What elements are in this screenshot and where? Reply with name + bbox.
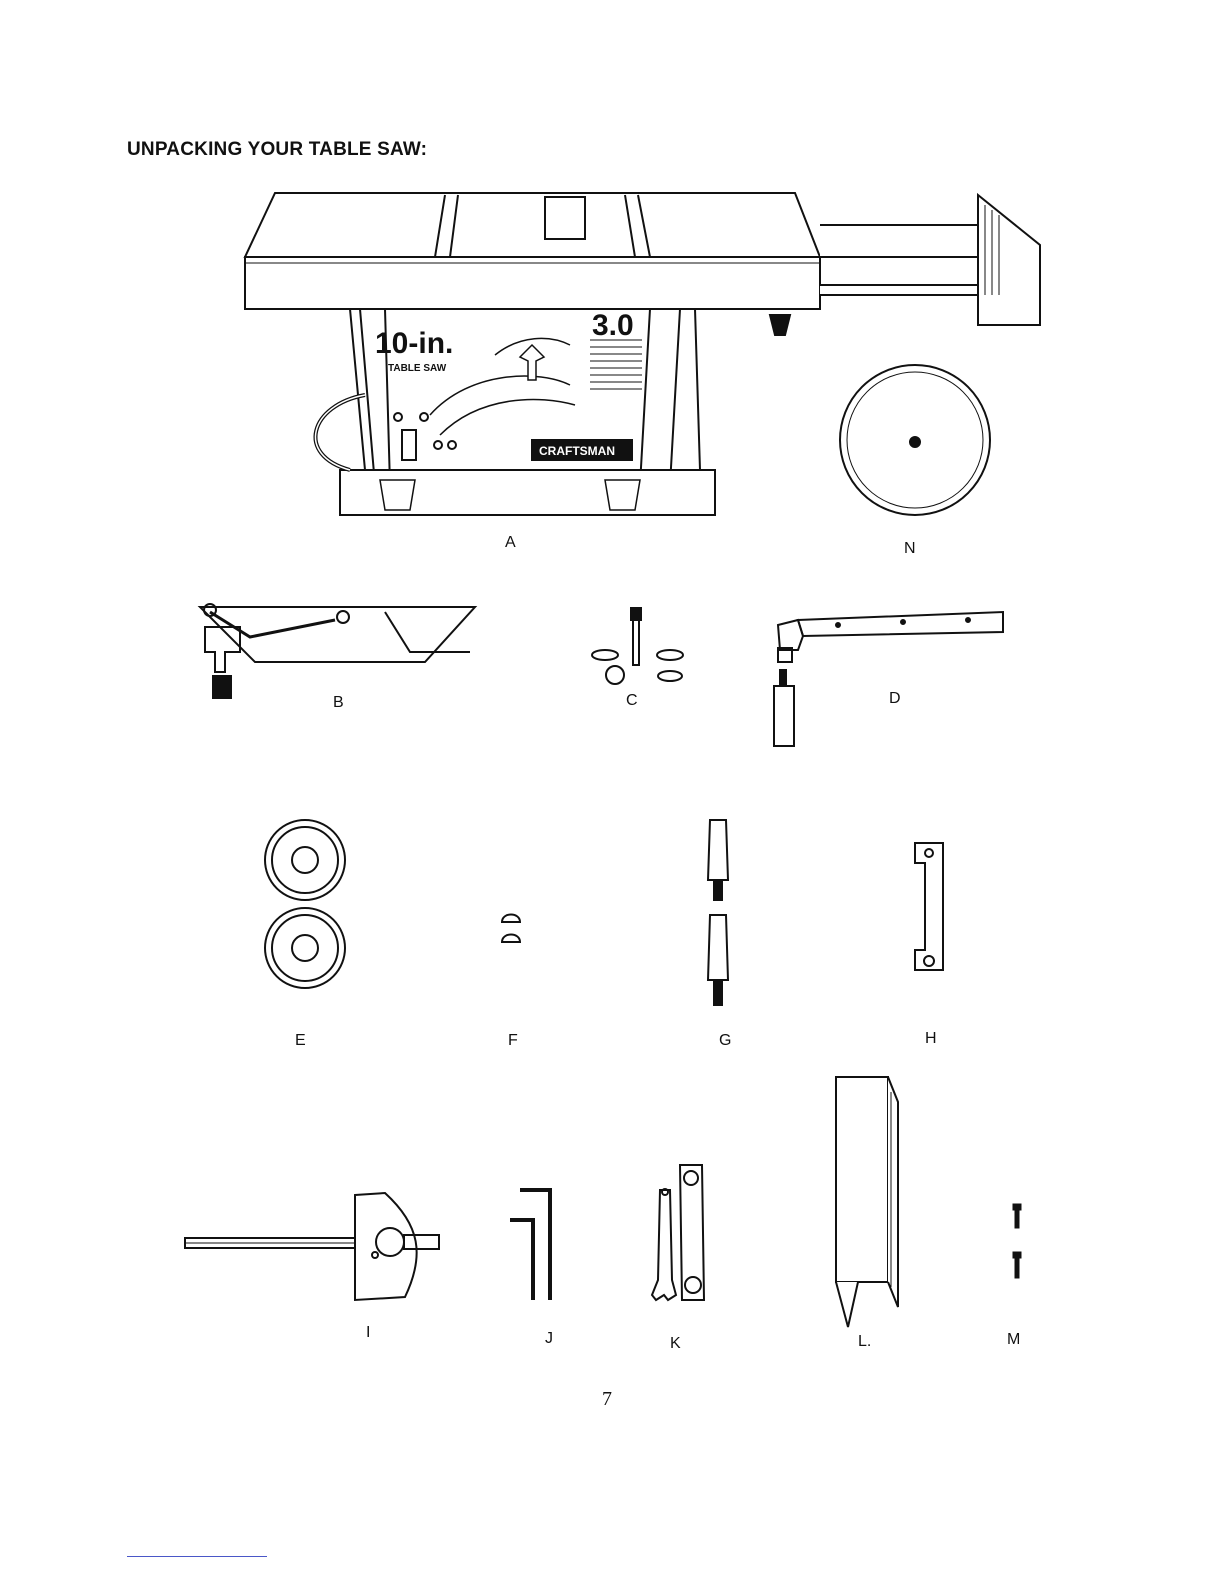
channel-illustration — [828, 1072, 903, 1332]
part-label-j: J — [545, 1330, 553, 1348]
part-label-g: G — [719, 1032, 731, 1050]
part-label-f: F — [508, 1032, 518, 1050]
part-label-c: C — [626, 692, 638, 710]
part-label-k: K — [670, 1335, 681, 1353]
bracket-illustration — [905, 838, 955, 978]
page-number: 7 — [602, 1388, 612, 1411]
part-label-d: D — [889, 690, 901, 708]
screws-illustration — [1005, 1200, 1035, 1285]
footer-rule — [127, 1556, 267, 1557]
part-label-i: I — [366, 1324, 370, 1342]
page-heading: UNPACKING YOUR TABLE SAW: — [127, 139, 427, 161]
miter-gauge-illustration — [180, 1185, 445, 1310]
handwheels-illustration — [255, 818, 355, 993]
saw-size-label: 10-in. — [375, 327, 453, 360]
saw-brand-label: CRAFTSMAN — [539, 444, 615, 458]
part-label-e: E — [295, 1032, 306, 1050]
handles-illustration — [700, 815, 740, 1010]
part-label-a: A — [505, 534, 516, 552]
hardware-set-illustration — [585, 605, 695, 690]
hex-keys-illustration — [500, 1185, 565, 1310]
part-label-l: L. — [858, 1333, 871, 1351]
part-label-h: H — [925, 1030, 937, 1048]
rip-fence-illustration — [768, 600, 1008, 750]
part-label-b: B — [333, 694, 344, 712]
saw-type-label: TABLE SAW — [388, 363, 447, 374]
wrench-illustration — [650, 1160, 710, 1320]
part-label-n: N — [904, 540, 916, 558]
part-label-m: M — [1007, 1331, 1020, 1349]
saw-amp-label: 3.0 — [592, 309, 634, 342]
saw-blade-illustration — [820, 355, 1010, 525]
knobs-illustration — [498, 908, 528, 948]
